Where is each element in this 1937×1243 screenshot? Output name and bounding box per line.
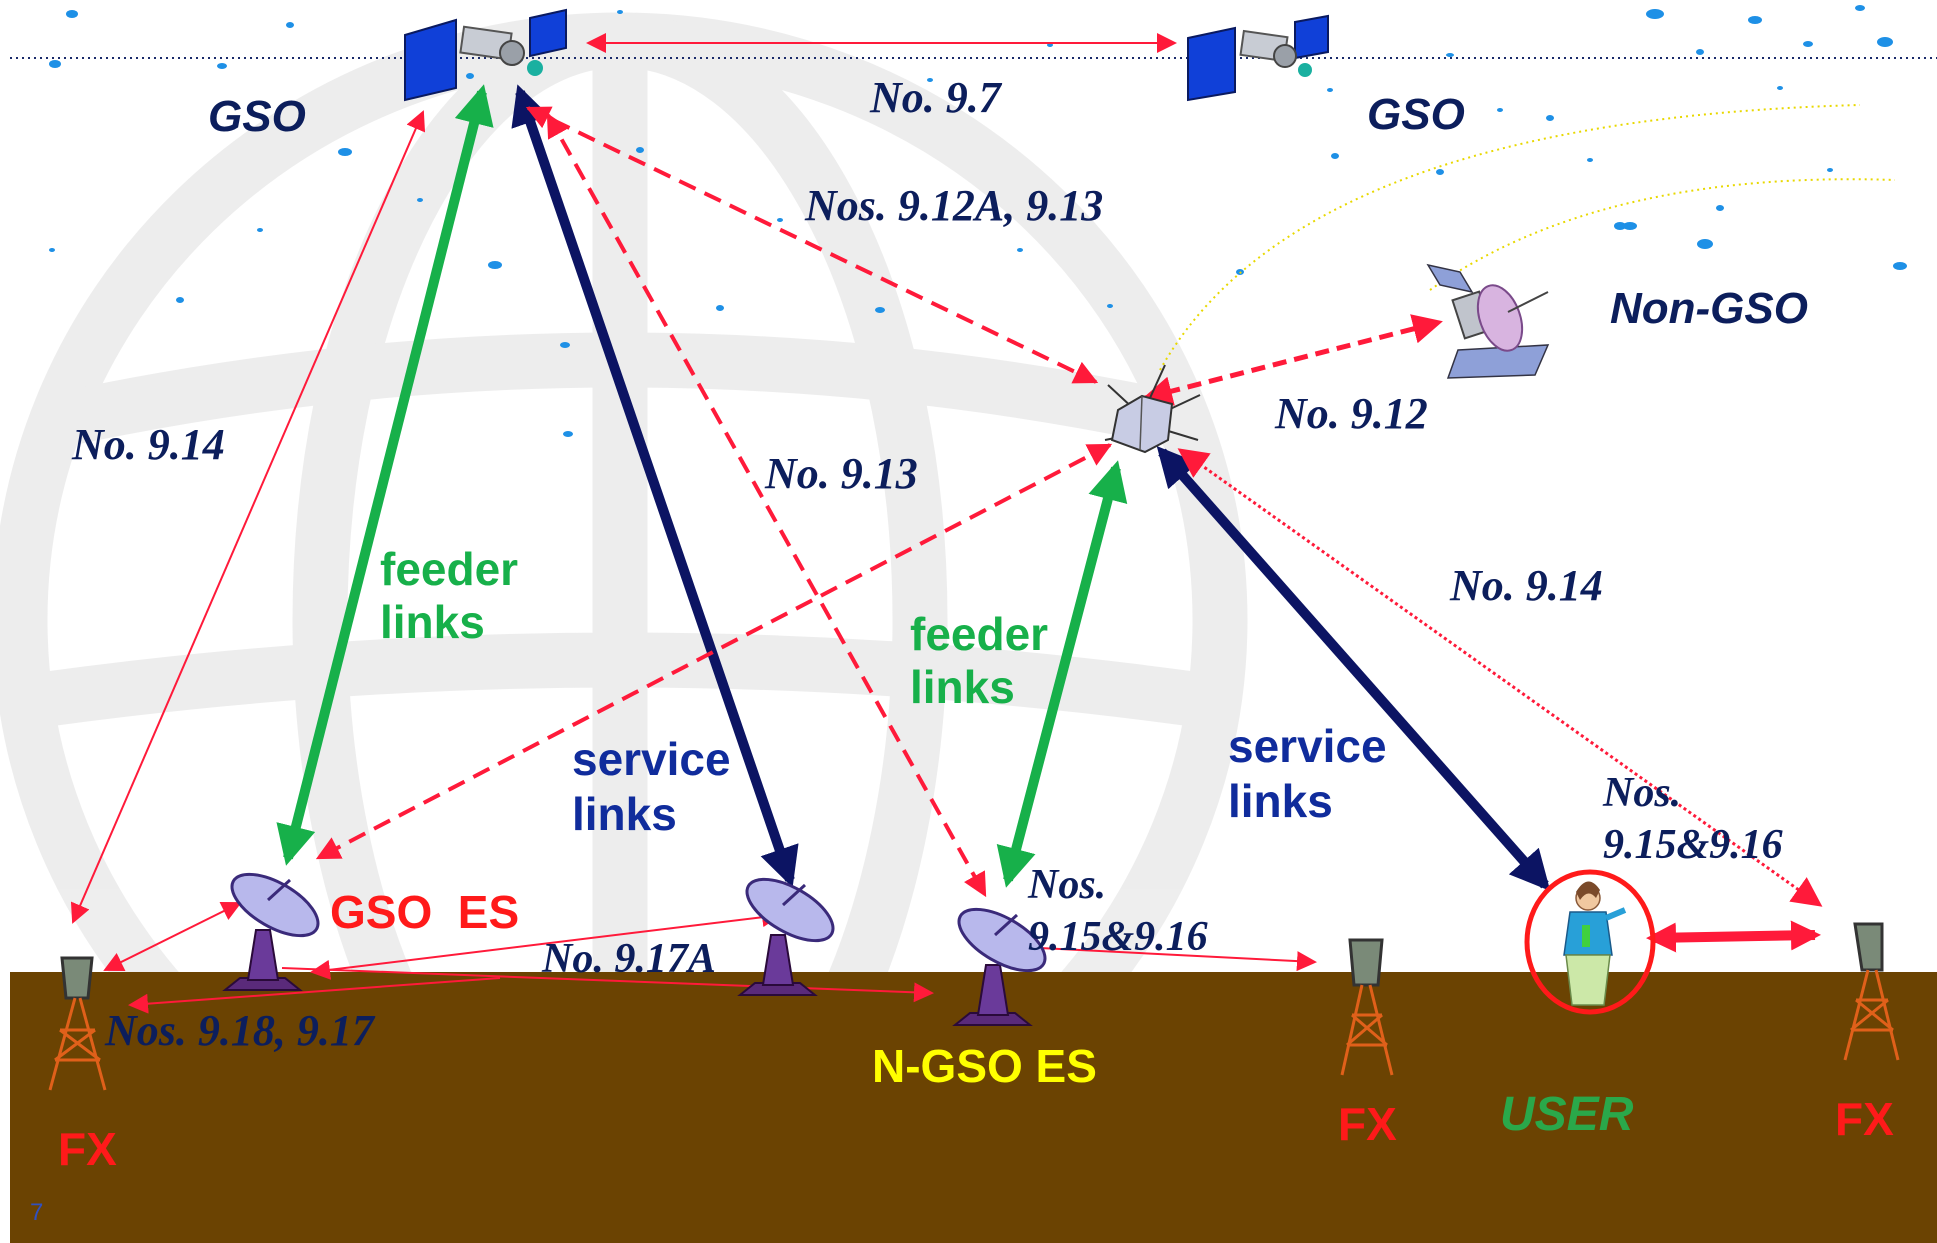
provision-es-to-es: No. 9.17A <box>541 936 716 982</box>
gso-satellite-left <box>404 8 567 102</box>
user-highlight-circle <box>1524 869 1656 1015</box>
es-middle-dish <box>737 877 835 996</box>
provision-gso-to-ngso-es: Nos. 9.12A, 9.13 <box>804 181 1103 230</box>
user-label: USER <box>1500 1088 1634 1141</box>
fx-tower-right <box>1843 922 1900 1061</box>
ngso-to-gso-es-link <box>315 443 1113 860</box>
non-gso-label: Non-GSO <box>1610 284 1808 333</box>
ngso-to-ngso-link <box>1142 314 1443 406</box>
gso-earth-station-dish <box>222 872 320 991</box>
gso-satellite-right <box>1187 14 1329 102</box>
provision-ngso-to-gso-es: No. 9.13 <box>764 449 918 498</box>
provision-ngso-to-ngso: No. 9.12 <box>1274 389 1428 438</box>
ngso-to-fx-link <box>1177 448 1823 907</box>
provision-fx-to-es: Nos. 9.18, 9.17 <box>104 1006 376 1055</box>
fx-left-label: FX <box>58 1123 117 1175</box>
page-number: 7 <box>30 1199 43 1226</box>
gso-es-to-ngso-es-link-2 <box>310 907 782 980</box>
gso-right-label: GSO <box>1367 90 1465 139</box>
fx-tower-left <box>48 956 107 1091</box>
fx-right-label: FX <box>1835 1093 1894 1145</box>
user-to-fx-link <box>1646 920 1821 953</box>
fx-middle-label: FX <box>1338 1098 1397 1150</box>
fx-to-ngso-es-link <box>128 977 501 1014</box>
feeder-links-right-label: feeder links <box>910 608 1061 713</box>
ngso-es-label: N-GSO ES <box>872 1040 1097 1092</box>
ngso-es-to-fx-link <box>1039 947 1317 972</box>
fx-to-gso-es-link <box>103 902 242 971</box>
gso-es-label: GSO ES <box>330 886 519 938</box>
service-links-left-label: service links <box>572 733 743 840</box>
ngso-satellite-central <box>1104 364 1201 454</box>
ngso-satellite-right <box>1426 263 1550 379</box>
ngso-earth-station-dish <box>952 907 1047 1026</box>
service-links-right-label: service links <box>1228 720 1399 827</box>
user-figure <box>1563 881 1627 1006</box>
provision-ngso-to-fx: No. 9.14 <box>1449 561 1603 610</box>
provision-user-to-fx: Nos. 9.15&9.16 <box>1602 770 1783 868</box>
gso-left-label: GSO <box>208 92 306 141</box>
feeder-links-left-label: feeder links <box>380 543 531 648</box>
ngso-feeder-link <box>996 460 1128 888</box>
provision-ngso-es-to-fx: Nos. 9.15&9.16 <box>1027 862 1208 960</box>
fx-tower-middle <box>1340 938 1394 1076</box>
provision-gso-to-gso: No. 9.7 <box>869 73 1003 122</box>
provision-gso-to-fx: No. 9.14 <box>71 420 225 469</box>
